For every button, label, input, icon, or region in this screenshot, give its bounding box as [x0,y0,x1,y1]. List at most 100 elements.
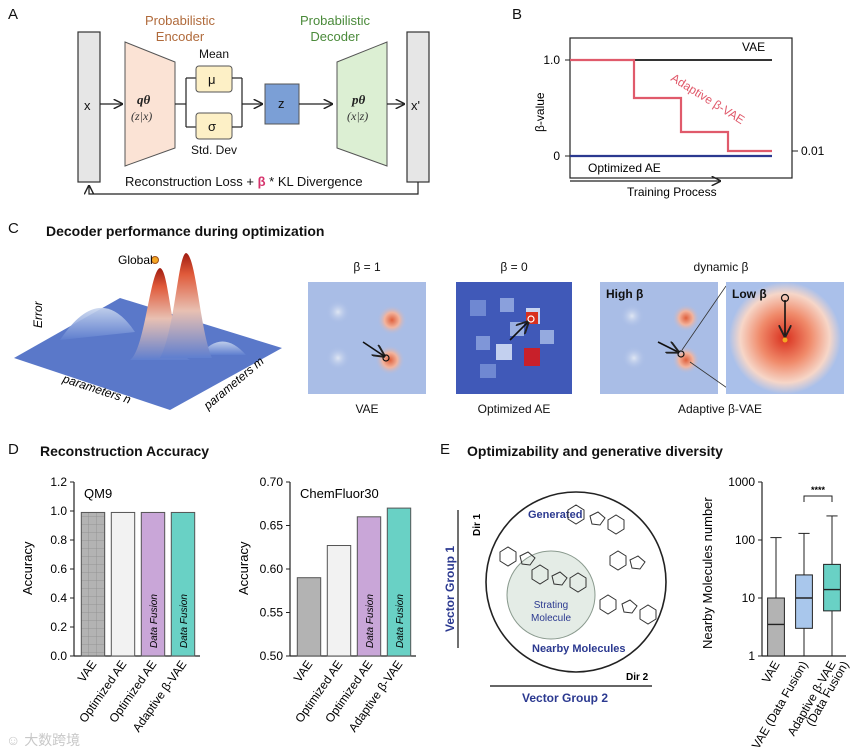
qm9-chart: 0.00.20.40.60.81.01.2AccuracyQM9VAEOptim… [20,475,200,735]
latent-z-label: z [278,96,285,111]
b-ytick-1: 1.0 [543,53,560,67]
encoder-title: Probabilistic Encoder [144,13,216,44]
input-x-box [77,31,101,183]
input-x-label: x [84,98,91,113]
b-vae-label: VAE [742,40,765,54]
panel-d-title: Reconstruction Accuracy [40,443,210,459]
starting-circle [506,550,596,640]
b-xlabel: Training Process [627,185,717,199]
bar [140,511,166,657]
decoder-title: Probabilistic Decoder [299,13,371,44]
panel-label-b: B [512,6,523,23]
y-tick-label: 1 [748,649,755,663]
output-x-label: x' [411,98,420,113]
global-marker [151,256,159,264]
b-ytick-0: 0 [553,149,560,163]
data-fusion-label: Data Fusion [395,594,406,648]
y-axis-label: Nearby Molecules number [700,497,715,649]
panel-label-e: E [440,441,451,458]
category-label: VAE [75,658,100,685]
peak-2 [160,253,212,358]
decoder-label: pθ [351,92,366,107]
y-tick-label: 1000 [728,475,755,489]
vector-group-1: Vector Group 1 [443,546,457,632]
bar [326,545,352,657]
y-tick-label: 0.0 [50,649,67,663]
y-tick-label: 1.0 [50,504,67,518]
b-right-tick: 0.01 [801,144,825,158]
encoder-shape [124,41,176,167]
sigma-label: σ [208,119,216,134]
adapt-map-label: Adaptive β-VAE [677,402,763,416]
dir-2-label: Dir 2 [626,672,649,683]
y-axis-label: Accuracy [236,541,251,595]
category-label: VAE [759,659,783,686]
panel-c-title: Decoder performance during optimization [46,223,325,239]
high-beta-label: High β [606,287,644,301]
y-tick-label: 1.2 [50,475,67,489]
y-tick-label: 100 [735,533,755,547]
vae-map [308,282,426,394]
molecule-sketches [499,504,657,625]
low-beta-label: Low β [732,287,767,301]
bar [110,511,136,657]
encoder-sub: (z|x) [131,109,152,123]
y-axis-label: Accuracy [20,541,35,595]
y-tick-label: 0.60 [260,562,284,576]
std-label: Std. Dev [191,143,237,157]
nearby-label: Nearby Molecules [532,643,626,655]
dir-1-label: Dir 1 [472,513,483,536]
beta0-label: β = 0 [500,260,528,274]
chart-title: ChemFluor30 [300,486,379,501]
high-beta-map [600,282,718,394]
error-label: Error [31,300,45,328]
y-tick-label: 0.65 [260,519,284,533]
starting-label-2: Molecule [531,613,571,624]
box [767,597,785,657]
decoder-shape [336,41,388,167]
panel-e-title: Optimizability and generative diversity [467,443,723,459]
data-fusion-label: Data Fusion [179,594,190,648]
panel-b-chart: 1.0 0 β-value VAE Adaptive β-VAE Optimiz… [533,37,825,199]
y-tick-label: 0.6 [50,562,67,576]
mu-label: μ [208,72,216,87]
generated-label: Generated [528,509,582,521]
sigma-box [195,112,233,140]
y-tick-label: 0.8 [50,533,67,547]
box [795,574,813,629]
significance-label: **** [811,485,826,495]
global-label: Global [118,253,153,267]
encoder-label: qθ [137,92,151,107]
watermark-icon: ☺ [6,732,21,748]
y-tick-label: 0.70 [260,475,284,489]
adaptive-line [570,58,772,153]
y-tick-label: 0.55 [260,606,284,620]
loss-text: Reconstruction Loss + β * KL Divergence [125,174,363,189]
bar [80,511,106,657]
decoder-maps [308,282,844,394]
y-tick-label: 0.2 [50,620,67,634]
bar [170,511,196,657]
y-tick-label: 0.4 [50,591,67,605]
chart-title: QM9 [84,486,112,501]
panel-label-a: A [8,6,19,23]
panel-label-c: C [8,220,19,237]
optimized-map [456,282,572,394]
box [823,563,841,612]
bar [386,507,412,657]
vector-group-2: Vector Group 2 [522,691,608,705]
b-optimized-label: Optimized AE [588,161,661,175]
watermark-text: 大数跨境 [24,732,81,748]
starting-label-1: Strating [534,600,568,611]
error-surface: Global Error parameters n parameters m [14,253,282,413]
vae-map-label: VAE [355,402,379,416]
panel-a-diagram: x qθ (z|x) μ σ Mean Std. Dev z pθ (x|z) … [77,31,430,195]
latent-space-diagram: Vector Group 1 Vector Group 2 Dir 1 Dir … [443,491,667,705]
y-tick-label: 0.50 [260,649,284,663]
watermark: ☺ 大数跨境 [6,730,80,750]
mean-label: Mean [199,47,229,61]
bar [356,516,382,657]
category-label: VAE [291,658,316,685]
